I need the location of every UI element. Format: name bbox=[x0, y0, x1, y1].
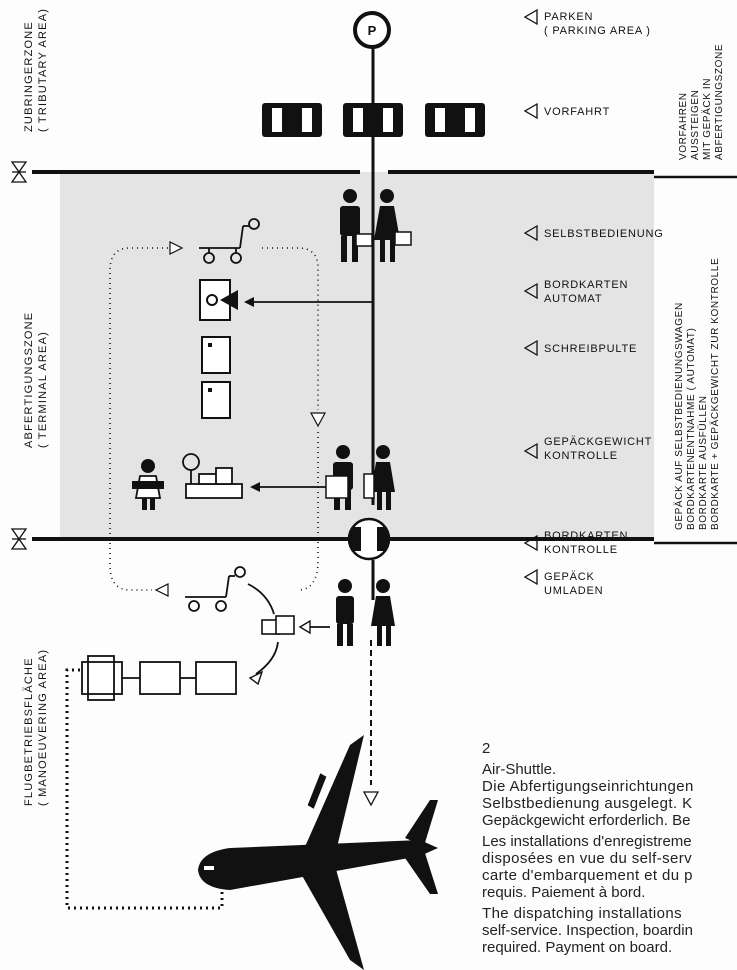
walk-to-plane-arrowhead bbox=[362, 791, 380, 807]
station-label-selbstbedienung: SELBSTBEDIENUNG bbox=[523, 224, 664, 242]
figure-caption: 2 Air-Shuttle. Die Abfertigungseinrichtu… bbox=[482, 740, 737, 956]
station-label-gepaeckgewicht-kontrolle: GEPÄCKGEWICHT KONTROLLE bbox=[523, 436, 652, 462]
airplane-icon bbox=[198, 735, 438, 970]
car-icon-right bbox=[425, 103, 485, 137]
cart-loop-arrowhead-left bbox=[154, 583, 169, 597]
luggage-to-train-curve bbox=[255, 641, 279, 675]
caption-en-3: required. Payment on board. bbox=[482, 939, 673, 956]
right-note-top: VORFAHREN AUSSTEIGEN MIT GEPÄCK IN ABFER… bbox=[678, 44, 725, 160]
zone-label-terminal: ABFERTIGUNGSZONE ( TERMINAL AREA) bbox=[23, 312, 49, 448]
caption-de-3: Gepäckgewicht erforderlich. Be bbox=[482, 812, 691, 829]
svg-text:BORDKARTEN: BORDKARTEN bbox=[544, 530, 628, 542]
caption-fr-1: Les installations d'enregistreme bbox=[482, 833, 692, 850]
svg-text:KONTROLLE: KONTROLLE bbox=[544, 544, 618, 556]
station-label-gepaeck-umladen: GEPÄCK UMLADEN bbox=[523, 568, 603, 597]
cart-loop-arrowhead-right bbox=[169, 241, 184, 255]
caption-fr-4: requis. Paiement à bord. bbox=[482, 884, 646, 901]
station-label-parken: PARKEN ( PARKING AREA ) bbox=[523, 8, 651, 37]
svg-text:GEPÄCK: GEPÄCK bbox=[544, 571, 595, 583]
writing-desk-icon-1 bbox=[201, 336, 231, 374]
svg-text:SELBSTBEDIENUNG: SELBSTBEDIENUNG bbox=[544, 228, 664, 240]
svg-text:VORFAHRT: VORFAHRT bbox=[544, 106, 610, 118]
zone-label-tributary: ZUBRINGERZONE ( TRIBUTARY AREA) bbox=[23, 8, 49, 132]
right-note-bottom: GEPÄCK AUF SELBSTBEDIENUNGSWAGEN BORDKAR… bbox=[673, 258, 721, 530]
station-label-schreibpulte: SCHREIBPULTE bbox=[523, 339, 637, 357]
check-in-agent-icon bbox=[132, 459, 164, 510]
baggage-train-icon bbox=[81, 655, 237, 701]
svg-text:AUTOMAT: AUTOMAT bbox=[544, 293, 602, 305]
passengers-to-plane-icon bbox=[336, 579, 395, 646]
boundary-marker-top bbox=[10, 161, 28, 183]
svg-text:ABFERTIGUNGSZONE: ABFERTIGUNGSZONE bbox=[23, 312, 35, 448]
svg-text:BORDKARTE AUSFÜLLEN: BORDKARTE AUSFÜLLEN bbox=[697, 395, 709, 530]
svg-text:AUSSTEIGEN: AUSSTEIGEN bbox=[690, 90, 701, 160]
car-icon-middle bbox=[343, 103, 403, 137]
arrowhead-to-train bbox=[248, 670, 264, 686]
luggage-cart-icon-bottom bbox=[185, 566, 246, 612]
svg-text:GEPÄCK AUF SELBSTBEDIENUNGSWAG: GEPÄCK AUF SELBSTBEDIENUNGSWAGEN bbox=[673, 302, 685, 530]
transfer-luggage-icon bbox=[261, 615, 295, 635]
boundary-marker-bottom bbox=[10, 528, 28, 550]
airplane-window-strip bbox=[204, 866, 214, 870]
caption-en-2: self-service. Inspection, boardin bbox=[482, 922, 693, 939]
writing-desk-icon-2 bbox=[201, 381, 231, 419]
svg-text:( MANOEUVERING AREA): ( MANOEUVERING AREA) bbox=[37, 649, 49, 806]
svg-text:UMLADEN: UMLADEN bbox=[544, 585, 603, 597]
svg-text:FLUGBETRIEBSFLÄCHE: FLUGBETRIEBSFLÄCHE bbox=[23, 657, 35, 806]
parking-icon: P bbox=[353, 11, 391, 49]
svg-text:ZUBRINGERZONE: ZUBRINGERZONE bbox=[23, 21, 35, 132]
svg-text:BORDKARTEN: BORDKARTEN bbox=[544, 279, 628, 291]
svg-text:PARKEN: PARKEN bbox=[544, 11, 593, 23]
svg-text:GEPÄCKGEWICHT: GEPÄCKGEWICHT bbox=[544, 436, 652, 448]
cart-return-dotted-loop bbox=[109, 247, 319, 591]
car-icon-left bbox=[262, 103, 322, 137]
svg-text:P: P bbox=[368, 23, 377, 38]
luggage-cart-icon-top bbox=[199, 218, 260, 264]
arrowhead-to-scale bbox=[250, 482, 260, 492]
svg-text:BORDKARTENENTNAHME ( AUTOMAT): BORDKARTENENTNAHME ( AUTOMAT) bbox=[686, 328, 697, 530]
station-label-bordkarten-automat: BORDKARTEN AUTOMAT bbox=[523, 279, 628, 305]
cart-loop-arrowhead-down bbox=[309, 412, 327, 428]
zone-label-manoeuvering: FLUGBETRIEBSFLÄCHE ( MANOEUVERING AREA) bbox=[23, 649, 49, 806]
caption-fr-2: disposées en vue du self-serv bbox=[482, 850, 693, 867]
caption-title: Air-Shuttle. bbox=[482, 761, 557, 778]
svg-text:KONTROLLE: KONTROLLE bbox=[544, 450, 618, 462]
caption-en-1: The dispatching installations bbox=[482, 905, 683, 922]
svg-text:( TERMINAL AREA): ( TERMINAL AREA) bbox=[37, 331, 49, 448]
svg-text:( PARKING AREA ): ( PARKING AREA ) bbox=[544, 25, 651, 37]
caption-de-2: Selbstbedienung ausgelegt. K bbox=[482, 795, 693, 812]
cart-to-luggage-curve bbox=[247, 583, 275, 615]
caption-fr-3: carte d'embarquement et du p bbox=[482, 867, 693, 884]
caption-number: 2 bbox=[482, 740, 491, 757]
arrowhead-to-machine bbox=[244, 297, 254, 307]
boarding-pass-machine-icon bbox=[199, 279, 238, 321]
station-label-bordkarten-kontrolle: BORDKARTEN KONTROLLE bbox=[523, 530, 628, 556]
boarding-pass-control-gate-icon bbox=[347, 517, 391, 561]
passengers-with-luggage-icon bbox=[340, 189, 412, 262]
svg-text:VORFAHREN: VORFAHREN bbox=[678, 92, 689, 160]
caption-de-1: Die Abfertigungseinrichtungen bbox=[482, 778, 694, 795]
svg-text:BORDKARTE + GEPÄCKGEWICHT ZUR: BORDKARTE + GEPÄCKGEWICHT ZUR KONTROLLE bbox=[709, 258, 721, 530]
svg-text:MIT GEPÄCK IN: MIT GEPÄCK IN bbox=[701, 78, 713, 160]
station-label-vorfahrt: VORFAHRT bbox=[523, 102, 610, 120]
svg-text:ABFERTIGUNGSZONE: ABFERTIGUNGSZONE bbox=[714, 44, 725, 160]
arrowhead-luggage-handover bbox=[298, 619, 311, 635]
luggage-scale-icon bbox=[182, 453, 243, 499]
passengers-at-baggage-check-icon bbox=[325, 445, 395, 510]
svg-text:( TRIBUTARY AREA): ( TRIBUTARY AREA) bbox=[37, 8, 49, 132]
svg-text:SCHREIBPULTE: SCHREIBPULTE bbox=[544, 343, 637, 355]
